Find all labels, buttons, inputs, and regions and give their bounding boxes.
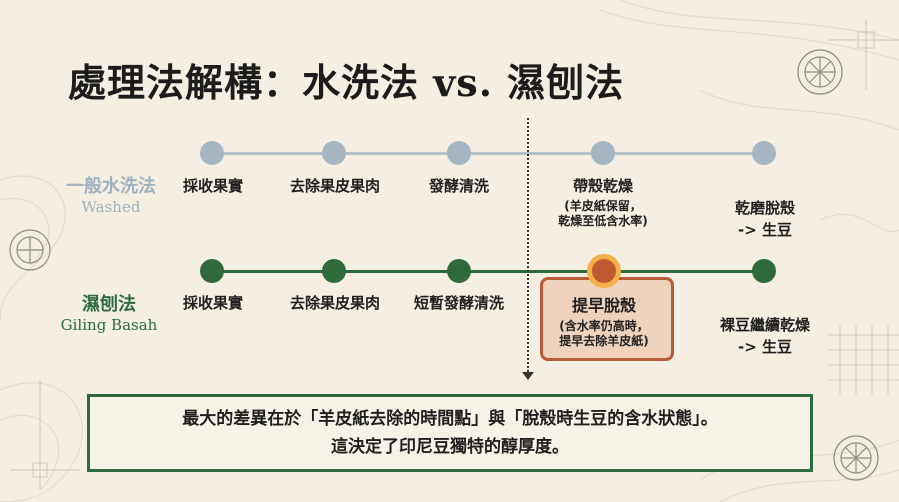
washed-label-zh: 一般水洗法 — [66, 176, 156, 197]
summary-line-2: 這決定了印尼豆獨特的醇厚度。 — [331, 437, 569, 457]
giling-step-dot — [752, 259, 776, 283]
giling-row-label: 濕刨法 Giling Basah — [44, 290, 174, 334]
step-label: 採收果實 — [182, 294, 243, 312]
step-label: 短暫發酵清洗 — [413, 294, 504, 312]
washed-step-1: 採收果實 — [148, 175, 278, 196]
step-label: 採收果實 — [182, 177, 243, 195]
giling-step-4: 提早脫殼 (含水率仍高時， 提早去除羊皮紙) — [539, 292, 669, 349]
washed-step-dot — [752, 141, 776, 165]
giling-step-dot-highlight — [592, 259, 616, 283]
washed-step-4: 帶殼乾燥 (羊皮紙保留， 乾燥至低含水率) — [538, 175, 668, 229]
washed-step-dot — [322, 141, 346, 165]
giling-step-dot — [322, 259, 346, 283]
giling-step-dot — [200, 259, 224, 283]
step-label: 去除果皮果肉 — [289, 294, 380, 312]
step-note: (羊皮紙保留， 乾燥至低含水率) — [558, 199, 648, 228]
step-label: 去除果皮果肉 — [289, 177, 380, 195]
summary-box: 最大的差異在於「羊皮紙去除的時間點」與「脫殼時生豆的含水狀態」。 這決定了印尼豆… — [87, 394, 813, 472]
step-label: 裸豆繼續乾燥 -> 生豆 — [719, 316, 810, 356]
page-title: 處理法解構：水洗法 vs. 濕刨法 — [68, 60, 625, 105]
washed-step-dot — [447, 141, 471, 165]
summary-line-1: 最大的差異在於「羊皮紙去除的時間點」與「脫殼時生豆的含水狀態」。 — [182, 409, 718, 429]
giling-step-5: 裸豆繼續乾燥 -> 生豆 — [700, 292, 830, 380]
step-label: 乾磨脫殼 -> 生豆 — [734, 199, 795, 239]
arrow-down-icon — [522, 372, 534, 380]
washed-timeline — [210, 152, 765, 155]
step-label: 發酵清洗 — [428, 177, 489, 195]
coffee-slice-icon — [833, 435, 879, 481]
step-label: 提早脫殼 — [571, 296, 636, 315]
washed-step-dot — [591, 141, 615, 165]
washed-label-en: Washed — [81, 198, 141, 216]
highlight-box — [540, 277, 674, 361]
coffee-slice-icon — [9, 229, 51, 271]
washed-step-5: 乾磨脫殼 -> 生豆 — [700, 175, 830, 263]
giling-timeline — [210, 270, 765, 273]
giling-label-en: Giling Basah — [60, 316, 158, 334]
divider-dotted-line — [527, 118, 529, 376]
step-label: 帶殼乾燥 — [572, 177, 633, 195]
giling-step-2: 去除果皮果肉 — [270, 292, 400, 313]
giling-step-1: 採收果實 — [148, 292, 278, 313]
washed-step-2: 去除果皮果肉 — [270, 175, 400, 196]
washed-row-label: 一般水洗法 Washed — [46, 172, 176, 216]
step-note: (含水率仍高時， 提早去除羊皮紙) — [559, 319, 649, 348]
washed-step-dot — [200, 141, 224, 165]
giling-step-3: 短暫發酵清洗 — [394, 292, 524, 313]
washed-step-3: 發酵清洗 — [394, 175, 524, 196]
coffee-slice-icon — [797, 49, 843, 95]
giling-label-zh: 濕刨法 — [82, 294, 136, 315]
giling-step-dot — [447, 259, 471, 283]
